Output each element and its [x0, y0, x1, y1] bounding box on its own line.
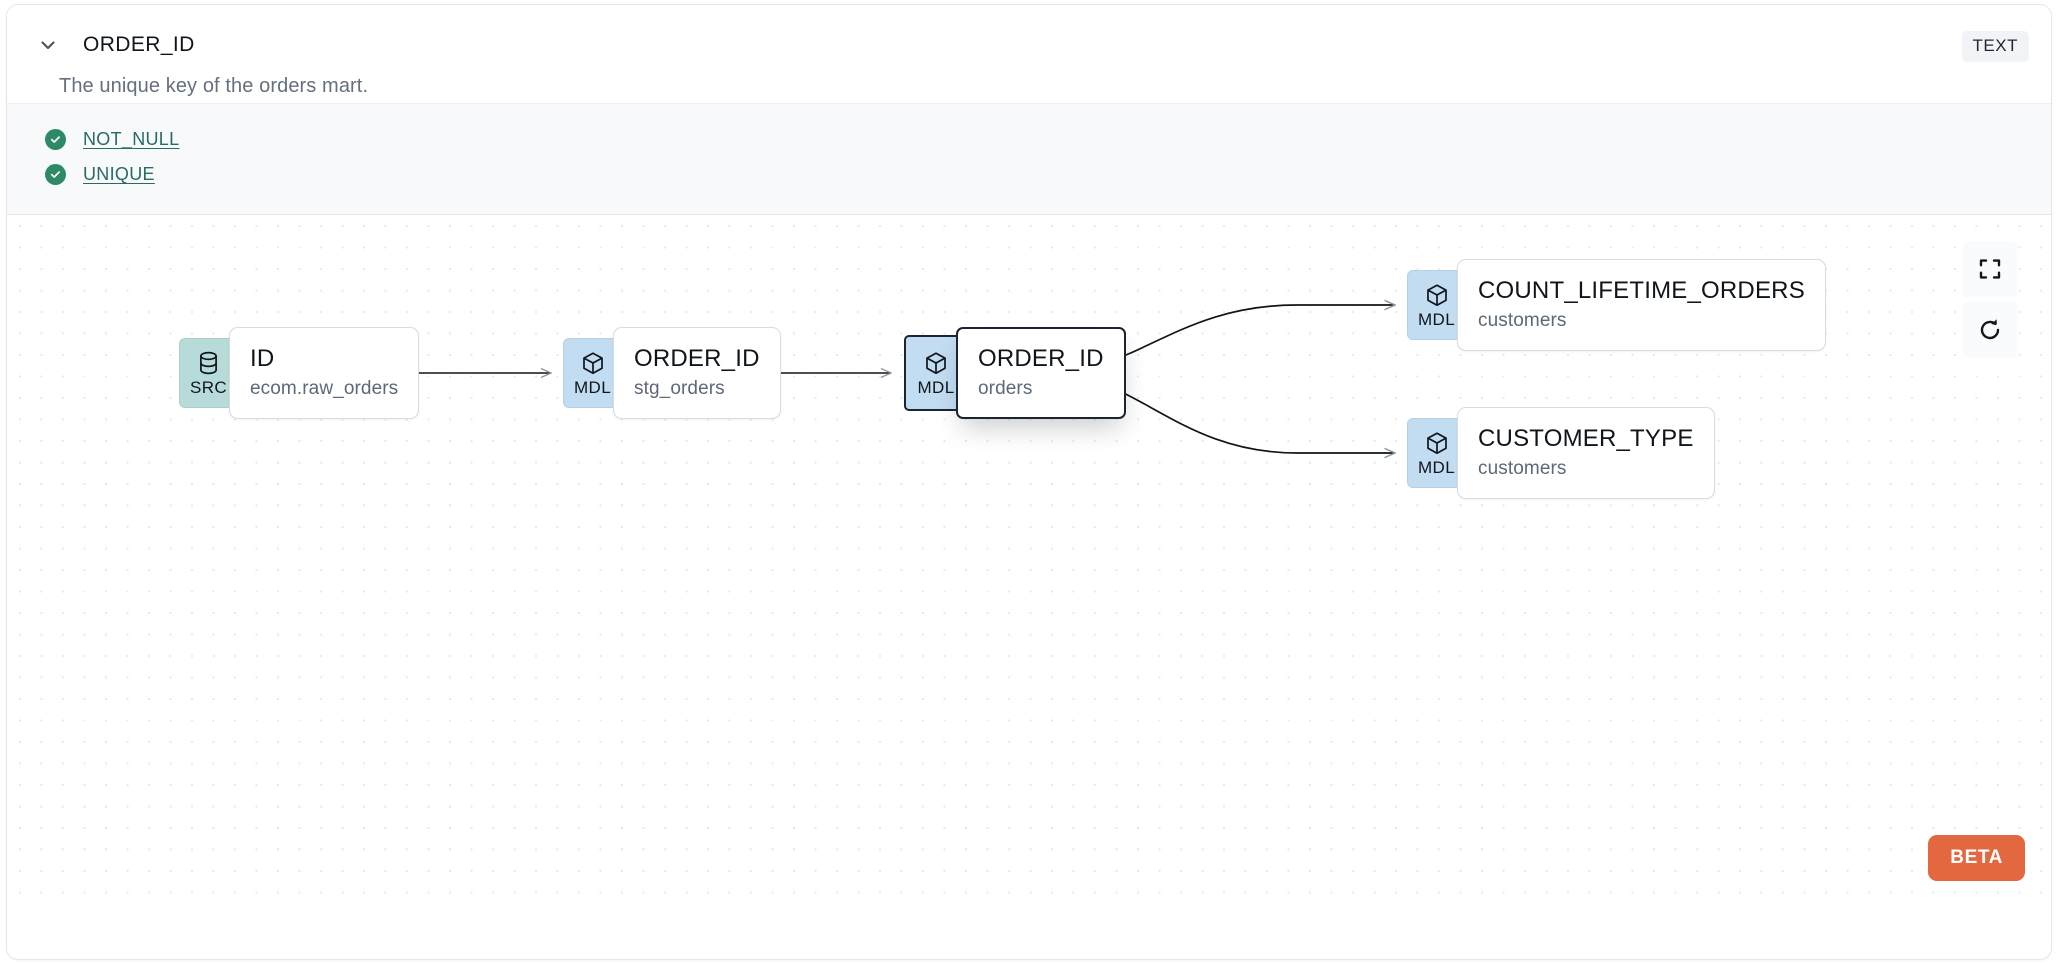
- node-card[interactable]: ORDER_ID stg_orders: [613, 327, 781, 419]
- cube-icon: [924, 351, 948, 376]
- node-source-name: orders: [978, 378, 1033, 400]
- node-badge-src: SRC: [179, 338, 237, 408]
- node-badge-label: MDL: [573, 377, 612, 397]
- node-card[interactable]: CUSTOMER_TYPE customers: [1457, 407, 1715, 499]
- node-source-name: customers: [1478, 310, 1567, 332]
- beta-badge[interactable]: BETA: [1928, 835, 2025, 881]
- node-card[interactable]: ID ecom.raw_orders: [229, 327, 420, 419]
- node-column-name: ID: [250, 344, 275, 372]
- check-circle-icon: [45, 129, 66, 150]
- node-column-name: CUSTOMER_TYPE: [1478, 424, 1694, 452]
- data-type-badge: TEXT: [1961, 31, 2029, 62]
- column-detail-panel: ORDER_ID TEXT The unique key of the orde…: [6, 4, 2052, 960]
- canvas-controls: [1963, 241, 2017, 358]
- node-badge-label: MDL: [1417, 309, 1456, 329]
- node-column-name: ORDER_ID: [978, 344, 1104, 372]
- node-badge-label: MDL: [1417, 457, 1456, 477]
- chevron-down-icon[interactable]: [33, 30, 63, 60]
- database-icon: [197, 351, 220, 376]
- lineage-node-count-lifetime-orders[interactable]: MDL COUNT_LIFETIME_ORDERS customers: [1407, 257, 1826, 353]
- page-title: ORDER_ID: [83, 33, 195, 56]
- node-badge-label: SRC: [189, 377, 228, 397]
- node-column-name: ORDER_ID: [634, 344, 760, 372]
- node-source-name: ecom.raw_orders: [250, 378, 399, 400]
- test-link-not-null[interactable]: NOT_NULL: [83, 129, 180, 149]
- tests-section: NOT_NULL UNIQUE: [7, 103, 2051, 215]
- panel-header: ORDER_ID TEXT The unique key of the orde…: [7, 5, 2051, 103]
- lineage-graph-canvas[interactable]: SRC ID ecom.raw_orders MDL ORDE: [7, 215, 2051, 903]
- node-badge-mdl: MDL: [563, 338, 621, 408]
- fullscreen-icon[interactable]: [1963, 241, 2017, 297]
- cube-icon: [1425, 283, 1449, 308]
- refresh-icon[interactable]: [1963, 302, 2017, 358]
- node-card[interactable]: ORDER_ID orders: [956, 327, 1126, 419]
- column-description: The unique key of the orders mart.: [59, 75, 369, 97]
- lineage-node-stg-order-id[interactable]: MDL ORDER_ID stg_orders: [563, 325, 781, 421]
- test-link-unique[interactable]: UNIQUE: [83, 164, 155, 184]
- node-source-name: customers: [1478, 458, 1567, 480]
- cube-icon: [1425, 431, 1449, 456]
- node-badge-mdl: MDL: [904, 335, 966, 411]
- node-card[interactable]: COUNT_LIFETIME_ORDERS customers: [1457, 259, 1826, 351]
- lineage-node-src-id[interactable]: SRC ID ecom.raw_orders: [179, 325, 420, 421]
- node-column-name: COUNT_LIFETIME_ORDERS: [1478, 276, 1805, 304]
- lineage-node-customer-type[interactable]: MDL CUSTOMER_TYPE customers: [1407, 405, 1715, 501]
- node-source-name: stg_orders: [634, 378, 725, 400]
- node-badge-mdl: MDL: [1407, 418, 1465, 488]
- list-item[interactable]: UNIQUE: [7, 157, 2051, 192]
- check-circle-icon: [45, 164, 66, 185]
- node-badge-mdl: MDL: [1407, 270, 1465, 340]
- lineage-node-orders-order-id[interactable]: MDL ORDER_ID orders: [904, 325, 1126, 421]
- cube-icon: [581, 351, 605, 376]
- node-badge-label: MDL: [917, 377, 955, 397]
- list-item[interactable]: NOT_NULL: [7, 122, 2051, 157]
